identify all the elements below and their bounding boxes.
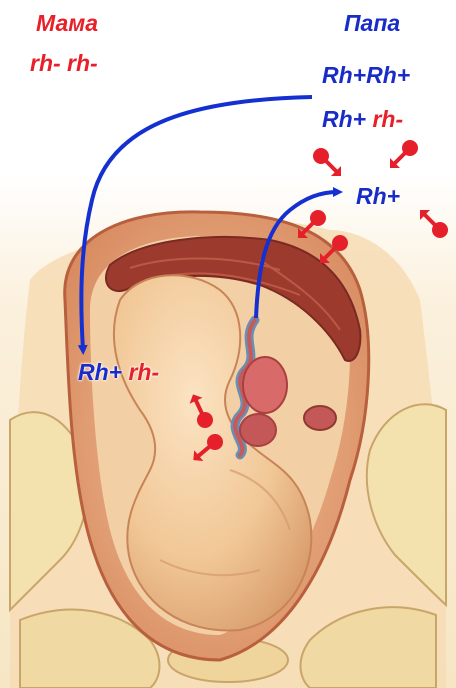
fetus-genotype: Rh+ rh- (78, 361, 159, 384)
mother-genotype: rh- rh- (30, 52, 98, 75)
father-genotype-2: Rh+ rh- (322, 108, 403, 131)
fetus-genotype-pos: Rh+ (78, 359, 122, 385)
father-title: Папа (344, 12, 400, 35)
father-genotype-2-pos: Rh+ (322, 106, 366, 132)
fetus-genotype-neg: rh- (128, 359, 159, 385)
fetal-organ (243, 357, 287, 413)
father-genotype-1: Rh+Rh+ (322, 64, 410, 87)
father-genotype-2-neg: rh- (372, 106, 403, 132)
mother-title: Мама (36, 12, 98, 35)
placenta-rh-label: Rh+ (356, 185, 400, 208)
